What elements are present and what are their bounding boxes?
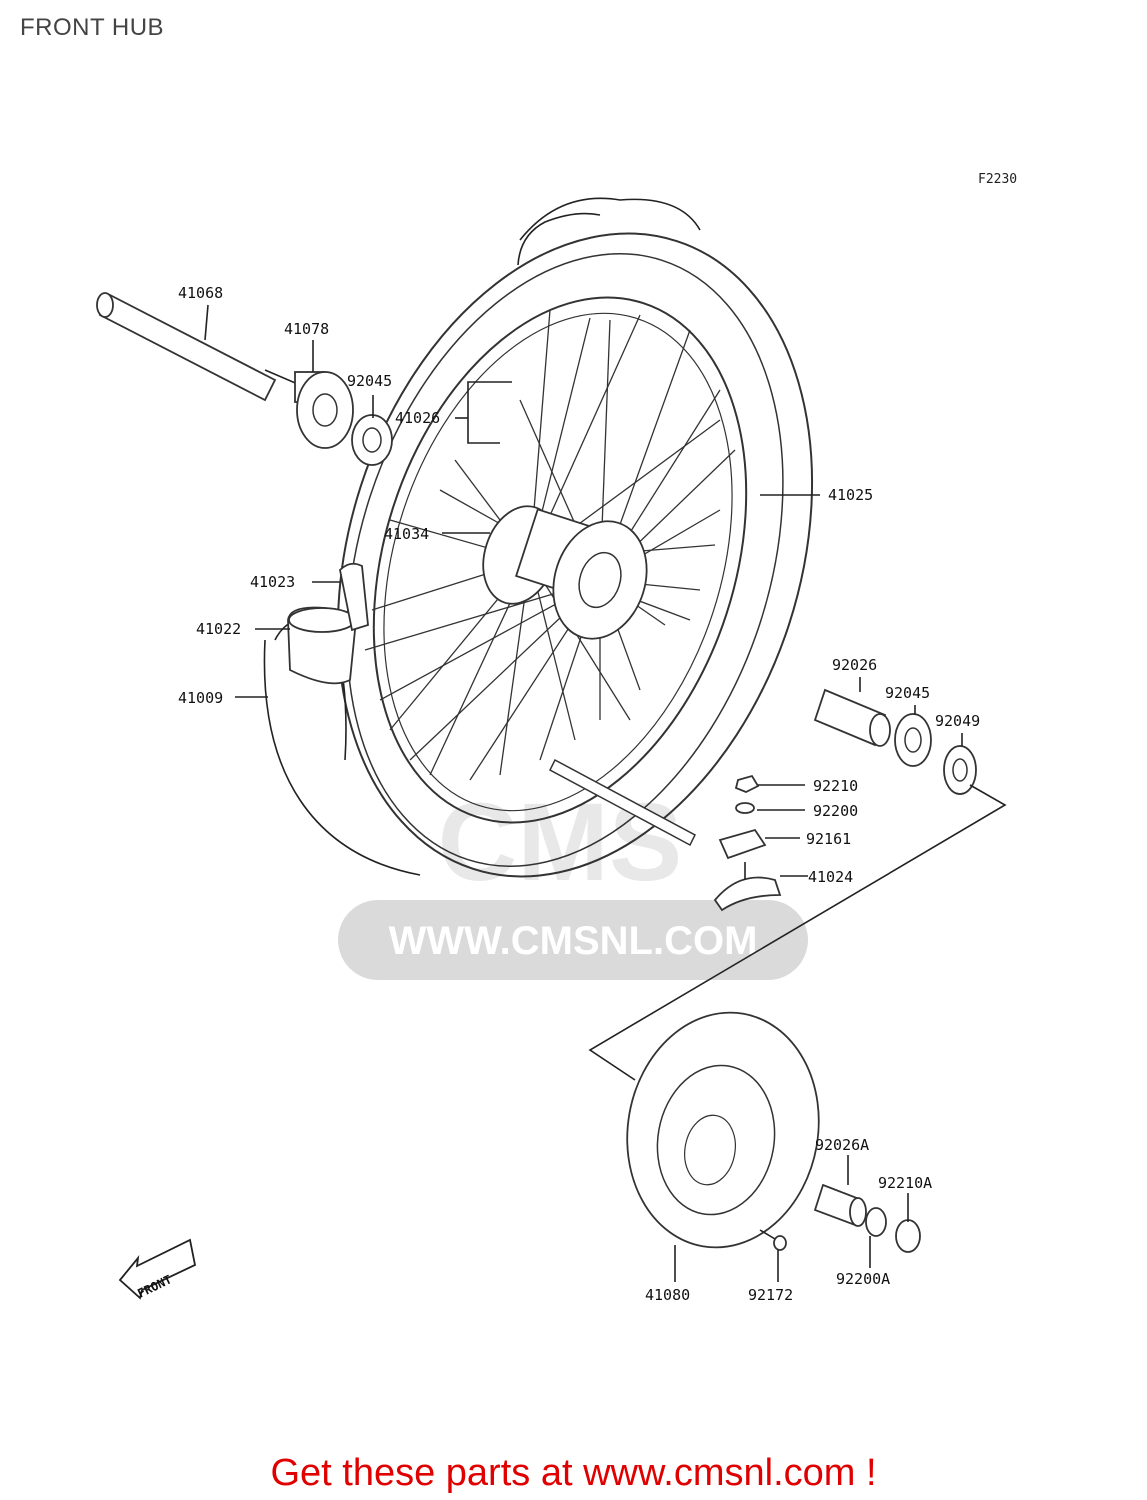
valve-stem	[339, 562, 369, 632]
callout-92200A: 92200A	[836, 1270, 890, 1288]
callout-92172: 92172	[748, 1286, 793, 1304]
watermark: WWW.CMSNL.COM CMS	[338, 781, 808, 980]
washer-92200A	[865, 1207, 887, 1237]
callout-92210: 92210	[813, 777, 858, 795]
callout-41022: 41022	[196, 620, 241, 638]
speedometer-gear-housing	[294, 371, 354, 449]
nut-92210A	[895, 1219, 921, 1253]
collar-92026	[813, 688, 891, 747]
spacer-92161	[718, 828, 767, 860]
callout-92161: 92161	[806, 830, 851, 848]
washer-92200	[735, 802, 755, 814]
rim-strip	[549, 758, 696, 847]
callout-92026: 92026	[832, 656, 877, 674]
callout-41034: 41034	[384, 525, 429, 543]
callout-41025: 41025	[828, 486, 873, 504]
page-title: FRONT HUB	[20, 14, 165, 41]
inner-tube	[287, 606, 357, 685]
bearing-92045-left	[351, 414, 393, 466]
oil-seal-92049	[943, 745, 977, 795]
callout-92200: 92200	[813, 802, 858, 820]
callout-41026: 41026	[395, 409, 440, 427]
callout-41068: 41068	[178, 284, 223, 302]
nut-92210	[734, 774, 760, 793]
callout-92045-lower: 92045	[885, 684, 930, 702]
collar-92026A	[813, 1183, 867, 1227]
watermark-url: WWW.CMSNL.COM	[389, 919, 758, 963]
callout-41023: 41023	[250, 573, 295, 591]
brake-disc	[626, 1011, 820, 1249]
front-arrow: FRONT	[118, 1238, 197, 1301]
callout-41024: 41024	[808, 868, 853, 886]
bolt-92172	[759, 1229, 787, 1251]
callout-41078: 41078	[284, 320, 329, 338]
leader-lines	[204, 304, 963, 1282]
figure-code: F2230	[978, 172, 1018, 187]
rim-lock-41024	[713, 862, 782, 912]
bearing-92045-right	[894, 713, 932, 767]
callout-92045-upper: 92045	[347, 372, 392, 390]
callout-92026A: 92026A	[815, 1136, 869, 1154]
footer-link-text: Get these parts at www.cmsnl.com !	[270, 1452, 877, 1494]
axle	[96, 292, 301, 402]
callout-41080: 41080	[645, 1286, 690, 1304]
watermark-logo: CMS	[438, 781, 682, 904]
callout-92049: 92049	[935, 712, 980, 730]
callout-92210A: 92210A	[878, 1174, 932, 1192]
hub	[482, 505, 648, 640]
callout-41009: 41009	[178, 689, 223, 707]
exploded-parts-diagram: WWW.CMSNL.COM CMS	[96, 197, 1007, 1304]
rim	[372, 296, 748, 824]
